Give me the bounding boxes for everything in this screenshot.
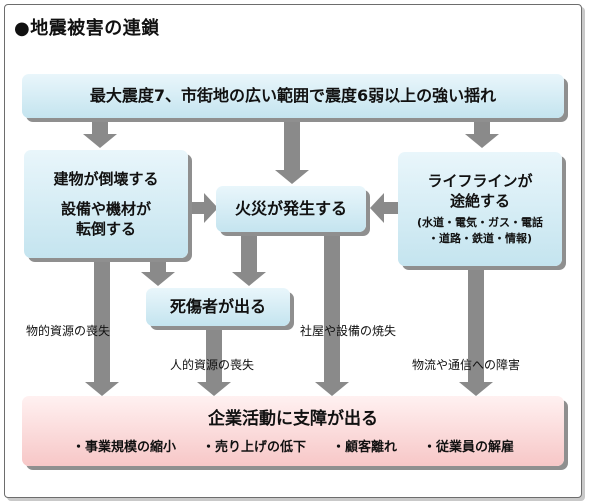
box-strong-shaking-text: 最大震度7、市街地の広い範囲で震度6弱以上の強い揺れ (89, 86, 497, 105)
arrow-fire-to-casualties (232, 234, 266, 286)
box-building-line3: 転倒する (75, 220, 136, 238)
business-item: ・売り上げの低下 (201, 439, 306, 455)
business-impact-list: ・事業規模の縮小 ・売り上げの低下 ・顧客離れ ・従業員の解雇 (72, 436, 514, 455)
business-item: ・事業規模の縮小 (71, 439, 176, 455)
label-office-burned: 社屋や設備の焼失 (300, 324, 397, 338)
box-building-line2: 設備や機材が (60, 200, 151, 218)
box-lifeline-detail2: ・道路・鉄道・情報) (427, 232, 533, 245)
label-human-resources: 人的資源の喪失 (170, 358, 255, 372)
business-item: ・顧客離れ (332, 439, 398, 455)
box-lifeline-line1: ライフラインが (427, 172, 533, 190)
arrow-buildings-to-fire (190, 193, 218, 223)
box-building-collapse: 建物が倒壊する 設備や機材が 転倒する (24, 150, 188, 258)
box-business-title: 企業活動に支障が出る (208, 408, 378, 429)
label-physical-resources: 物的資源の喪失 (26, 324, 111, 338)
arrow-casualties-to-business (197, 322, 231, 396)
box-fire-text: 火災が発生する (234, 199, 347, 218)
diagram-title: ●地震被害の連鎖 (14, 18, 160, 39)
box-lifeline-line2: 途絶する (449, 192, 510, 210)
business-item: ・従業員の解雇 (423, 439, 515, 455)
arrow-fire-to-business (315, 234, 349, 396)
label-logistics-disruption: 物流や通信への障害 (412, 358, 521, 372)
arrow-top-to-fire (275, 120, 309, 184)
box-casualties: 死傷者が出る (146, 288, 290, 326)
arrow-lifeline-to-business (459, 268, 493, 396)
box-casualties-text: 死傷者が出る (169, 297, 266, 316)
arrow-top-to-lifeline (465, 120, 499, 148)
arrow-buildings-to-business (85, 258, 119, 396)
box-lifeline-disruption: ライフラインが 途絶する (水道・電気・ガス・電話 ・道路・鉄道・情報) (398, 152, 562, 266)
box-strong-shaking: 最大震度7、市街地の広い範囲で震度6弱以上の強い揺れ (22, 74, 564, 118)
box-building-line1: 建物が倒壊する (53, 170, 159, 188)
box-business-impact: 企業活動に支障が出る ・事業規模の縮小 ・売り上げの低下 ・顧客離れ ・従業員の… (22, 396, 564, 466)
arrow-top-to-buildings (83, 120, 117, 148)
box-lifeline-detail1: (水道・電気・ガス・電話 (416, 216, 544, 229)
arrow-lifeline-to-fire (370, 193, 398, 223)
box-fire-outbreak: 火災が発生する (216, 186, 366, 232)
arrow-buildings-to-casualties (141, 258, 175, 286)
